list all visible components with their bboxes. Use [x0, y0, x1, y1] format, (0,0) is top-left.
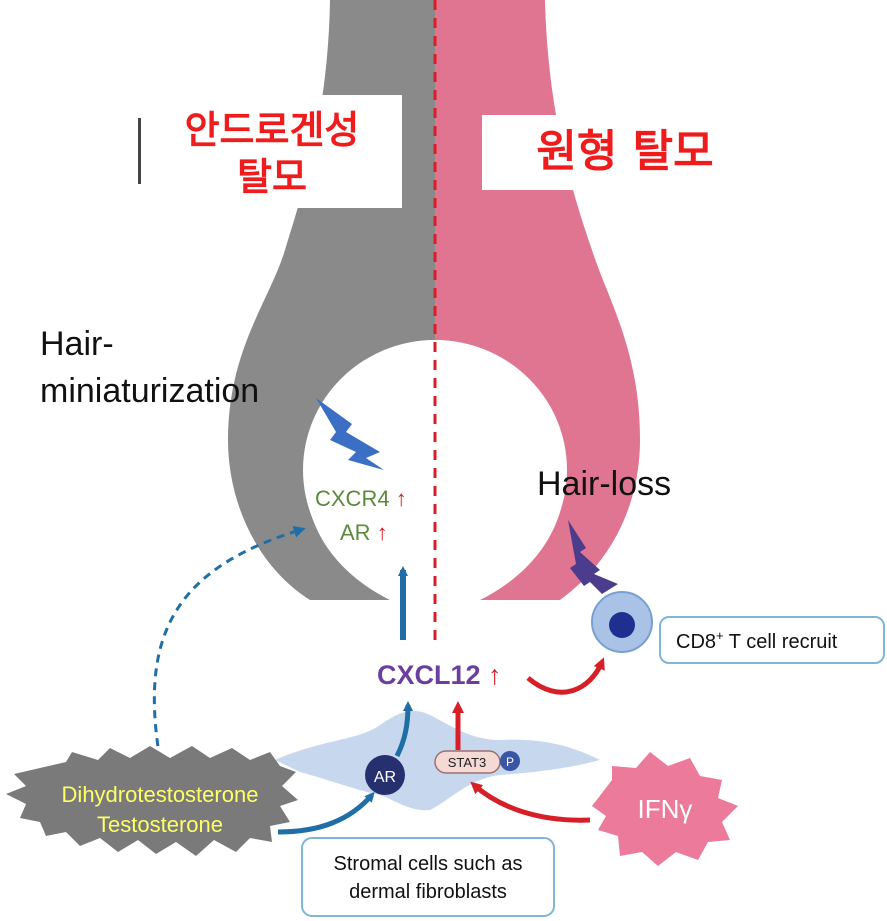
right-title-box — [482, 115, 735, 190]
hormone-starburst — [6, 746, 298, 856]
lightning-bolt-blue-icon — [316, 398, 384, 470]
right-title: 원형 탈모 — [536, 126, 713, 177]
ifn-to-stat3-arrow — [470, 781, 591, 823]
cxcr4-label: CXCR4 ↑ — [315, 486, 407, 511]
stat3-label: STAT3 — [448, 755, 487, 770]
miniaturization-label-line2: miniaturization — [40, 372, 259, 410]
hair-loss-label: Hair-loss — [537, 465, 671, 503]
ifn-label: IFNγ — [638, 794, 693, 824]
cxcl12-label: CXCL12 ↑ — [377, 660, 502, 690]
cd8-label: CD8+ T cell recruit — [676, 628, 838, 653]
ar-upper-label: AR ↑ — [340, 520, 388, 545]
hormone-to-cxcr4-dashed-arrow — [152, 526, 306, 761]
left-title-line2: 탈모 — [237, 155, 307, 199]
hormone-label-line1: Dihydrotestosterone — [62, 782, 259, 807]
stromal-label-box — [301, 837, 555, 917]
p-badge — [500, 751, 520, 771]
p-badge-label: P — [506, 755, 514, 769]
cxcl12-to-tcell-arrow — [526, 657, 605, 695]
t-cell-nucleus — [609, 612, 635, 638]
left-title-line1: 안드로겐성 — [185, 108, 360, 152]
cd8-label-box — [659, 616, 885, 664]
ar-badge — [365, 755, 405, 795]
stromal-label-line2: dermal fibroblasts — [349, 881, 507, 903]
hormone-label-line2: Testosterone — [97, 812, 223, 837]
left-title-box — [140, 95, 402, 208]
ar-badge-label: AR — [374, 769, 396, 786]
lightning-bolt-purple-icon — [568, 520, 618, 594]
hormone-to-ar-arrow — [277, 791, 375, 835]
ifn-starburst — [592, 752, 738, 866]
stromal-label-line1: Stromal cells such as — [334, 853, 523, 875]
ar-to-cxcl12-arrow — [394, 701, 413, 758]
stat3-badge — [434, 750, 501, 774]
miniaturization-label-line1: Hair- — [40, 325, 114, 363]
